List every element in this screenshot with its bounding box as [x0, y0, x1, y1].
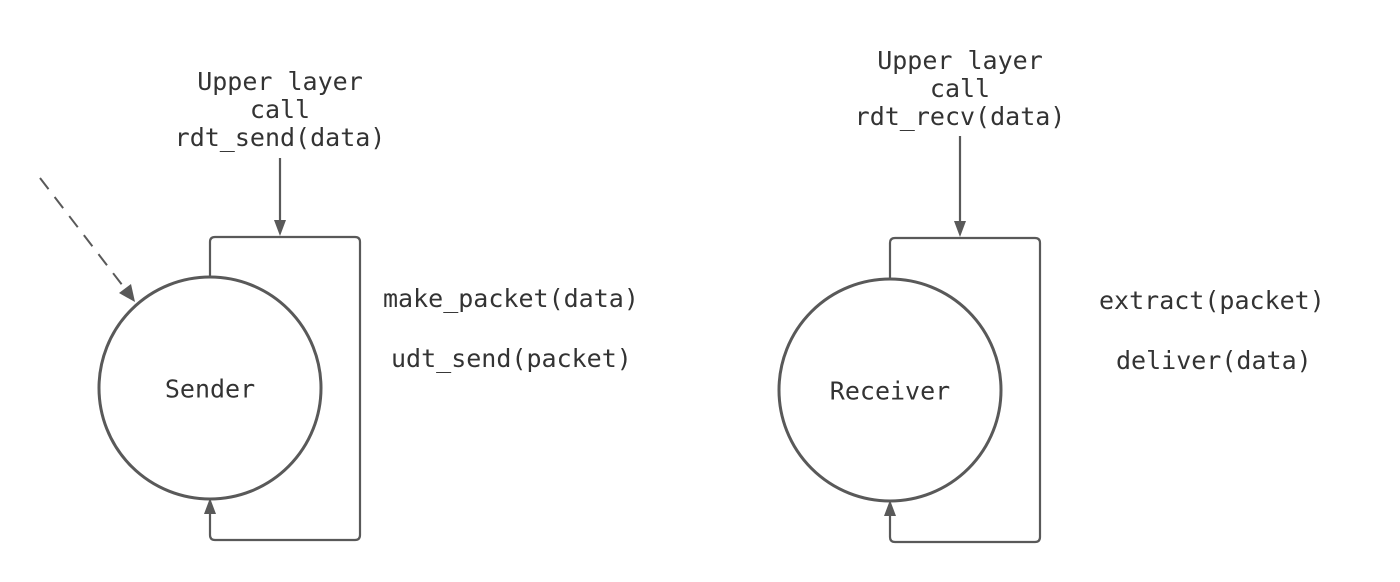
- receiver-action-deliver: deliver(data): [1116, 346, 1312, 375]
- receiver-event-line1: Upper layer: [877, 46, 1043, 75]
- sender-event-line3: rdt_send(data): [174, 123, 386, 152]
- receiver-event-line2: call: [929, 74, 991, 103]
- sender-initial-arrow: [39, 177, 127, 291]
- sender-event-label: Upper layer call rdt_send(data): [175, 68, 386, 152]
- receiver-event-arrowhead: [954, 221, 966, 237]
- receiver-action-extract: extract(packet): [1099, 286, 1325, 315]
- sender-event-line2: call: [249, 95, 311, 124]
- sender-state-label: Sender: [164, 374, 256, 404]
- sender-state-circle: [97, 275, 323, 501]
- receiver-event-line3: rdt_recv(data): [854, 102, 1066, 131]
- receiver-loop-arrowhead: [884, 500, 896, 516]
- receiver-event-label: Upper layer call rdt_recv(data): [855, 47, 1066, 131]
- sender-self-loop: [208, 235, 362, 542]
- sender-initial-arrowhead: [119, 284, 135, 302]
- receiver-state-circle: [777, 277, 1003, 503]
- receiver-state-label: Receiver: [829, 376, 951, 406]
- receiver-self-loop: [888, 236, 1042, 544]
- sender-loop-arrowhead: [204, 498, 216, 514]
- sender-action-make-packet: make_packet(data): [383, 284, 639, 313]
- sender-action-udt-send: udt_send(packet): [391, 344, 632, 373]
- sender-event-arrowhead: [274, 220, 286, 236]
- sender-event-line1: Upper layer: [197, 67, 363, 96]
